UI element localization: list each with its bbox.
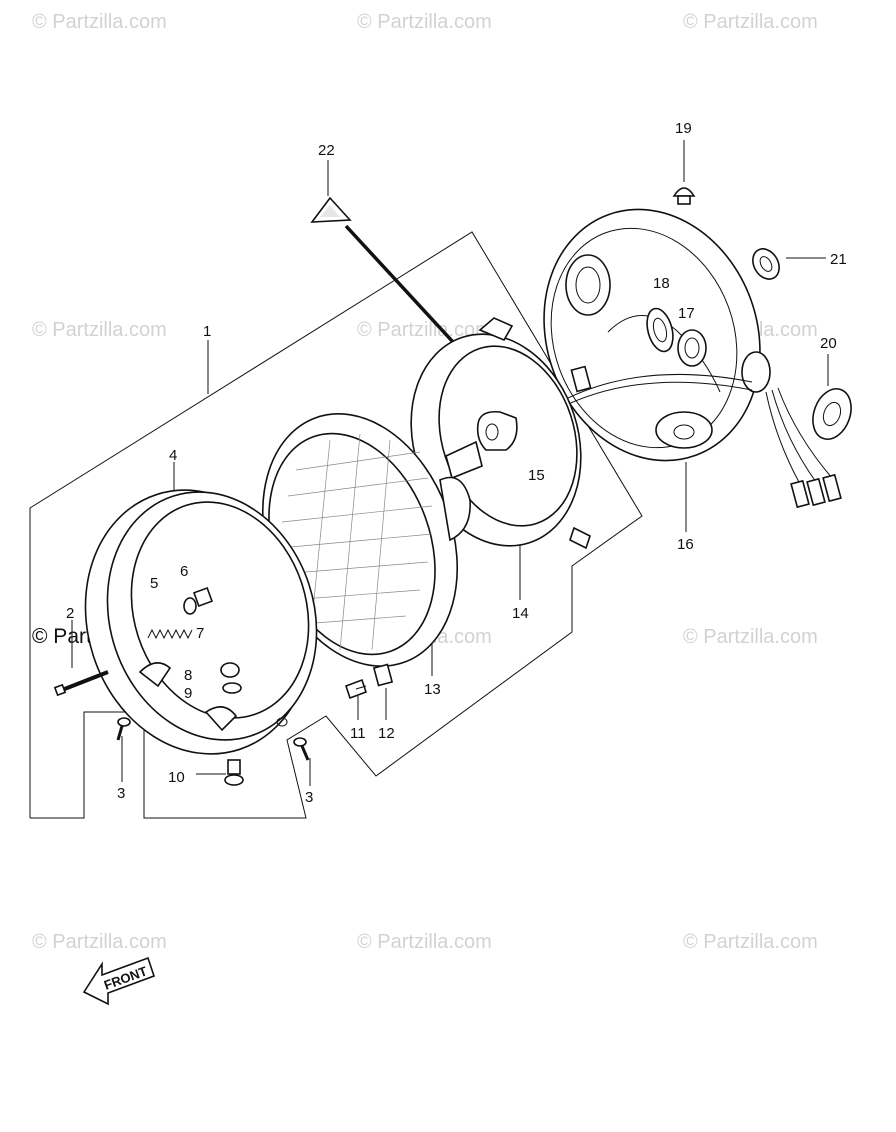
callout-4: 4 xyxy=(169,447,177,464)
watermark: © Partzilla.com xyxy=(357,11,492,33)
callout-15: 15 xyxy=(528,467,545,484)
watermark: © Partzilla.com xyxy=(32,319,167,341)
callout-6: 6 xyxy=(180,563,188,580)
callout-7: 7 xyxy=(196,625,204,642)
bolt-part xyxy=(224,759,244,786)
front-direction-arrow: FRONT xyxy=(82,956,156,1006)
watermark: © Partzilla.com xyxy=(32,931,167,953)
callout-1: 1 xyxy=(203,323,211,340)
callout-5: 5 xyxy=(150,575,158,592)
callout-10: 10 xyxy=(168,769,185,786)
washer-part xyxy=(183,597,197,615)
callout-17: 17 xyxy=(678,305,695,322)
callout-9: 9 xyxy=(184,685,192,702)
nut-part xyxy=(193,587,213,607)
headlight-rim-part xyxy=(84,489,318,755)
watermark: © Partzilla.com xyxy=(683,626,818,648)
adjusting-screw-part xyxy=(53,670,109,697)
callout-8: 8 xyxy=(184,667,192,684)
retaining-screw-part xyxy=(372,663,394,687)
callout-19: 19 xyxy=(675,120,692,137)
screw-part xyxy=(344,678,368,700)
callout-3: 3 xyxy=(117,785,125,802)
cap-part xyxy=(672,187,696,205)
callout-12: 12 xyxy=(378,725,395,742)
grommet-part xyxy=(677,329,707,367)
screw-part-3a xyxy=(116,717,131,741)
washer-part-9 xyxy=(222,682,242,694)
callout-3: 3 xyxy=(305,789,313,806)
watermark: © Partzilla.com xyxy=(357,931,492,953)
callout-16: 16 xyxy=(677,536,694,553)
watermark: © Partzilla.com xyxy=(357,319,492,341)
watermark: © Partzilla.com xyxy=(683,11,818,33)
assembly-boundary xyxy=(29,231,643,819)
callout-labels: 1 2 3 3 4 5 6 7 8 9 10 11 12 13 14 15 16… xyxy=(66,120,847,806)
nut-part-8 xyxy=(220,662,240,678)
plug-part xyxy=(646,307,674,353)
watermark: © Partzilla.com xyxy=(683,931,818,953)
socket-part xyxy=(445,410,518,480)
bushing-part xyxy=(752,248,780,280)
callout-21: 21 xyxy=(830,251,847,268)
callout-2: 2 xyxy=(66,605,74,622)
callout-14: 14 xyxy=(512,605,529,622)
watermark: © Partzilla.com xyxy=(32,11,167,33)
screw-part-3b xyxy=(293,737,310,761)
callout-11: 11 xyxy=(350,725,366,742)
grommet-ring-part xyxy=(812,388,852,440)
callout-20: 20 xyxy=(820,335,837,352)
callout-18: 18 xyxy=(653,275,670,292)
callout-22: 22 xyxy=(318,142,335,159)
wire-leads xyxy=(765,387,842,509)
callout-13: 13 xyxy=(424,681,441,698)
spring-part xyxy=(147,628,193,640)
